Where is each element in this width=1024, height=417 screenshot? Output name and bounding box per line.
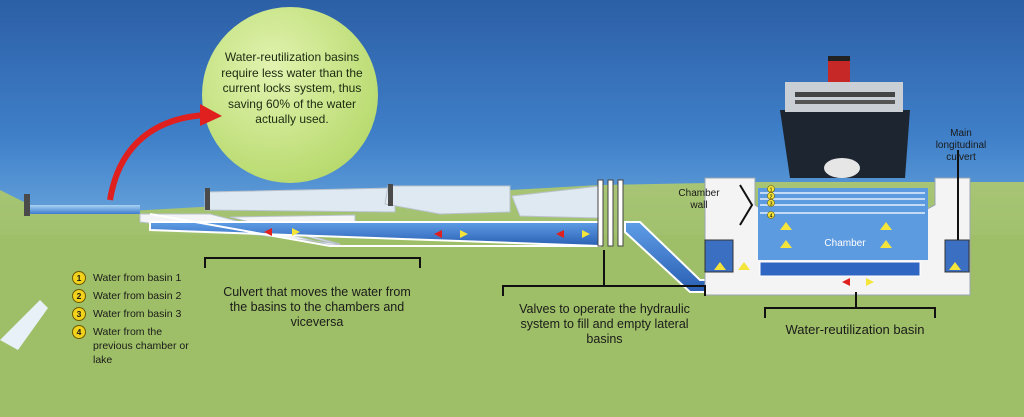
bubble-text: Water-reutilization basins require less …: [221, 50, 363, 126]
legend-number-badge: 4: [72, 325, 86, 339]
label-valves: Valves to operate the hydraulic system t…: [519, 302, 690, 346]
chamber-level-number: 4: [769, 214, 772, 220]
legend-text: Water from basin 3: [93, 308, 182, 320]
legend-item: 4 Water from the previous chamber or lake: [72, 325, 203, 367]
flow-arrows-culvert: [264, 228, 874, 286]
red-curved-arrow: [107, 112, 206, 201]
legend-number-badge: 3: [72, 307, 86, 321]
legend-item: 2 Water from basin 2: [72, 289, 203, 303]
label-basin: Water-reutilization basin: [785, 322, 925, 337]
chamber-level-dot: [767, 211, 775, 219]
legend-text: Water from basin 1: [93, 272, 182, 284]
legend-text: Water from basin 2: [93, 290, 182, 302]
chamber-level-number: 3: [769, 202, 772, 208]
legend-number-badge: 1: [72, 271, 86, 285]
ship: [780, 56, 910, 178]
chamber-level-number: 1: [769, 188, 772, 194]
legend-number-badge: 2: [72, 289, 86, 303]
legend-text: Water from the previous chamber or lake: [93, 326, 189, 366]
red-arrowhead: [200, 104, 222, 126]
flow-arrows-chamber: [714, 222, 961, 270]
island: [0, 300, 48, 350]
label-culvert: Culvert that moves the water from the ba…: [223, 285, 411, 329]
label-chamber: Chamber: [824, 238, 866, 249]
info-bubble: [202, 7, 378, 183]
lake-water: [30, 205, 140, 214]
chamber-level-number: 2: [769, 195, 772, 201]
legend-item: 1 Water from basin 1: [72, 271, 203, 285]
chamber-level-dot: [767, 199, 775, 207]
label-chamber-wall: Chamber wall: [678, 188, 720, 211]
legend-item: 3 Water from basin 3: [72, 307, 203, 321]
valve-columns: [597, 179, 624, 247]
label-brackets: [204, 150, 959, 318]
label-main-culvert: Main longitudinal culvert: [935, 128, 987, 163]
